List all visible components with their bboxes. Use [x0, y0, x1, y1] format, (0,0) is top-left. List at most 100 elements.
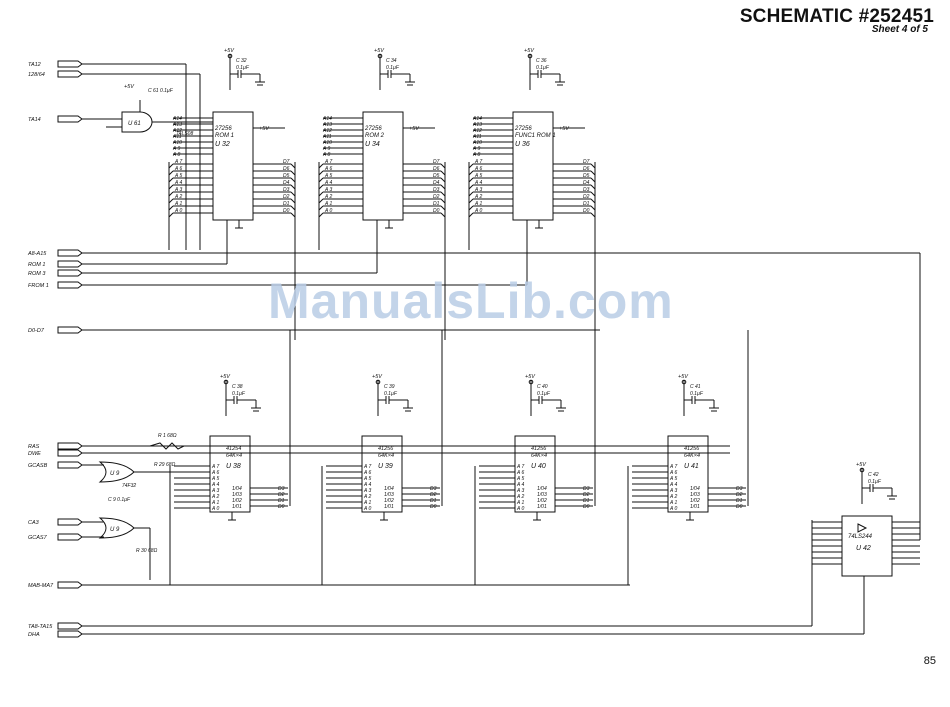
watermark: ManualsLib.com: [268, 273, 674, 329]
cap-label: C 9 0.1µF: [108, 497, 131, 503]
pin-label: 1/02: [232, 498, 242, 504]
power-label: +5V: [409, 126, 420, 132]
cap-ref: C 42: [868, 472, 879, 478]
bus-entry: [440, 170, 446, 176]
pin-label: A 4: [669, 482, 678, 488]
chip-ref: U 42: [856, 545, 871, 552]
chip-ref: U 34: [365, 141, 380, 148]
pin-label: A12: [322, 128, 332, 134]
pin-label: D4: [283, 180, 290, 186]
gate-part: 74LS08: [176, 131, 193, 137]
bus-entry: [440, 198, 446, 204]
connector-arrow: [57, 260, 83, 268]
bus-entry: [318, 212, 324, 218]
bus-entry: [468, 163, 474, 169]
bus-entry: [468, 191, 474, 197]
chip-ref: U 39: [378, 463, 393, 470]
pin-label: A 0: [474, 208, 483, 214]
pin-label: A 3: [324, 187, 333, 193]
cap-value: 0.1µF: [236, 65, 250, 71]
connector-label: MAB-MA7: [28, 583, 54, 589]
pin-label: 1/02: [384, 498, 394, 504]
chip-ref: U 36: [515, 141, 530, 148]
pin-label: D3: [583, 187, 590, 193]
bus-entry: [590, 163, 596, 169]
pin-label: A 1: [363, 500, 372, 506]
pin-label: A 4: [211, 482, 220, 488]
bus-entry: [168, 163, 174, 169]
pin-label: A 1: [474, 201, 483, 207]
chip-name: 64K×4: [531, 453, 547, 459]
bus-entry: [290, 177, 296, 183]
chip-ref: U 38: [226, 463, 241, 470]
pin-label: A 3: [174, 187, 183, 193]
pin-label: D3: [433, 187, 440, 193]
bus-entry: [168, 191, 174, 197]
pin-label: A 0: [211, 506, 220, 512]
pin-label: A 4: [516, 482, 525, 488]
pin-label: D3: [278, 486, 285, 492]
power-label: +5V: [678, 374, 689, 380]
pin-label: D2: [583, 492, 590, 498]
chip-part: 41256: [684, 446, 700, 452]
bus-entry: [318, 184, 324, 190]
bus-entry: [168, 212, 174, 218]
ram-chip: [667, 435, 709, 513]
pin-label: A10: [322, 140, 332, 146]
bus-entry: [468, 177, 474, 183]
pin-label: A 2: [324, 194, 333, 200]
pin-label: A 2: [669, 494, 678, 500]
resistor-label: R 30 68Ω: [136, 548, 158, 554]
chip-name: ROM 2: [365, 133, 385, 139]
chip-part: 27256: [214, 126, 232, 132]
cap-ref: C 36: [536, 58, 547, 64]
bus-entry: [440, 205, 446, 211]
pin-label: 1/03: [690, 492, 700, 498]
power-label: +5V: [372, 374, 383, 380]
pin-label: A 1: [516, 500, 525, 506]
cap-ref: C 39: [384, 384, 395, 390]
resistor-symbol: [149, 442, 185, 450]
pin-label: D7: [583, 159, 590, 165]
pin-label: D3: [430, 486, 437, 492]
connector-arrow: [57, 533, 83, 541]
bus-entry: [468, 170, 474, 176]
buffer-chip: [841, 515, 893, 577]
pin-label: D6: [283, 166, 290, 172]
chip-ref: U 32: [215, 141, 230, 148]
bus-entry: [468, 198, 474, 204]
pin-label: A 1: [174, 201, 183, 207]
connector-arrow: [57, 622, 83, 630]
gate-part: 74F32: [122, 483, 136, 489]
or-gate-symbol: [98, 461, 135, 483]
pin-label: A 2: [174, 194, 183, 200]
pin-label: A 6: [324, 166, 333, 172]
connector-arrow: [57, 442, 83, 450]
connector-arrow: [57, 115, 83, 123]
bus-entry: [468, 184, 474, 190]
pin-label: D6: [583, 166, 590, 172]
bus-entry: [290, 191, 296, 197]
pin-label: A14: [172, 116, 182, 122]
rom-chip: [212, 111, 254, 221]
bus-entry: [468, 212, 474, 218]
pin-label: D2: [736, 492, 743, 498]
connector-arrow: [57, 249, 83, 257]
chip-part: 27256: [514, 126, 532, 132]
connector-label: D0-D7: [28, 328, 45, 334]
pin-label: A 5: [174, 173, 183, 179]
cap-ref: C 41: [690, 384, 701, 390]
or-gate-symbol: [98, 517, 135, 539]
pin-label: D7: [283, 159, 290, 165]
connector-arrow: [57, 630, 83, 638]
pin-label: A 4: [174, 180, 183, 186]
pin-label: D5: [283, 173, 290, 179]
bus-entry: [318, 177, 324, 183]
pin-label: A 8: [172, 152, 181, 158]
pin-label: A 0: [363, 506, 372, 512]
connector-arrow: [57, 326, 83, 334]
pin-label: D0: [736, 504, 743, 510]
power-label: +5V: [856, 462, 867, 468]
bus-entry: [590, 198, 596, 204]
bus-entry: [440, 191, 446, 197]
